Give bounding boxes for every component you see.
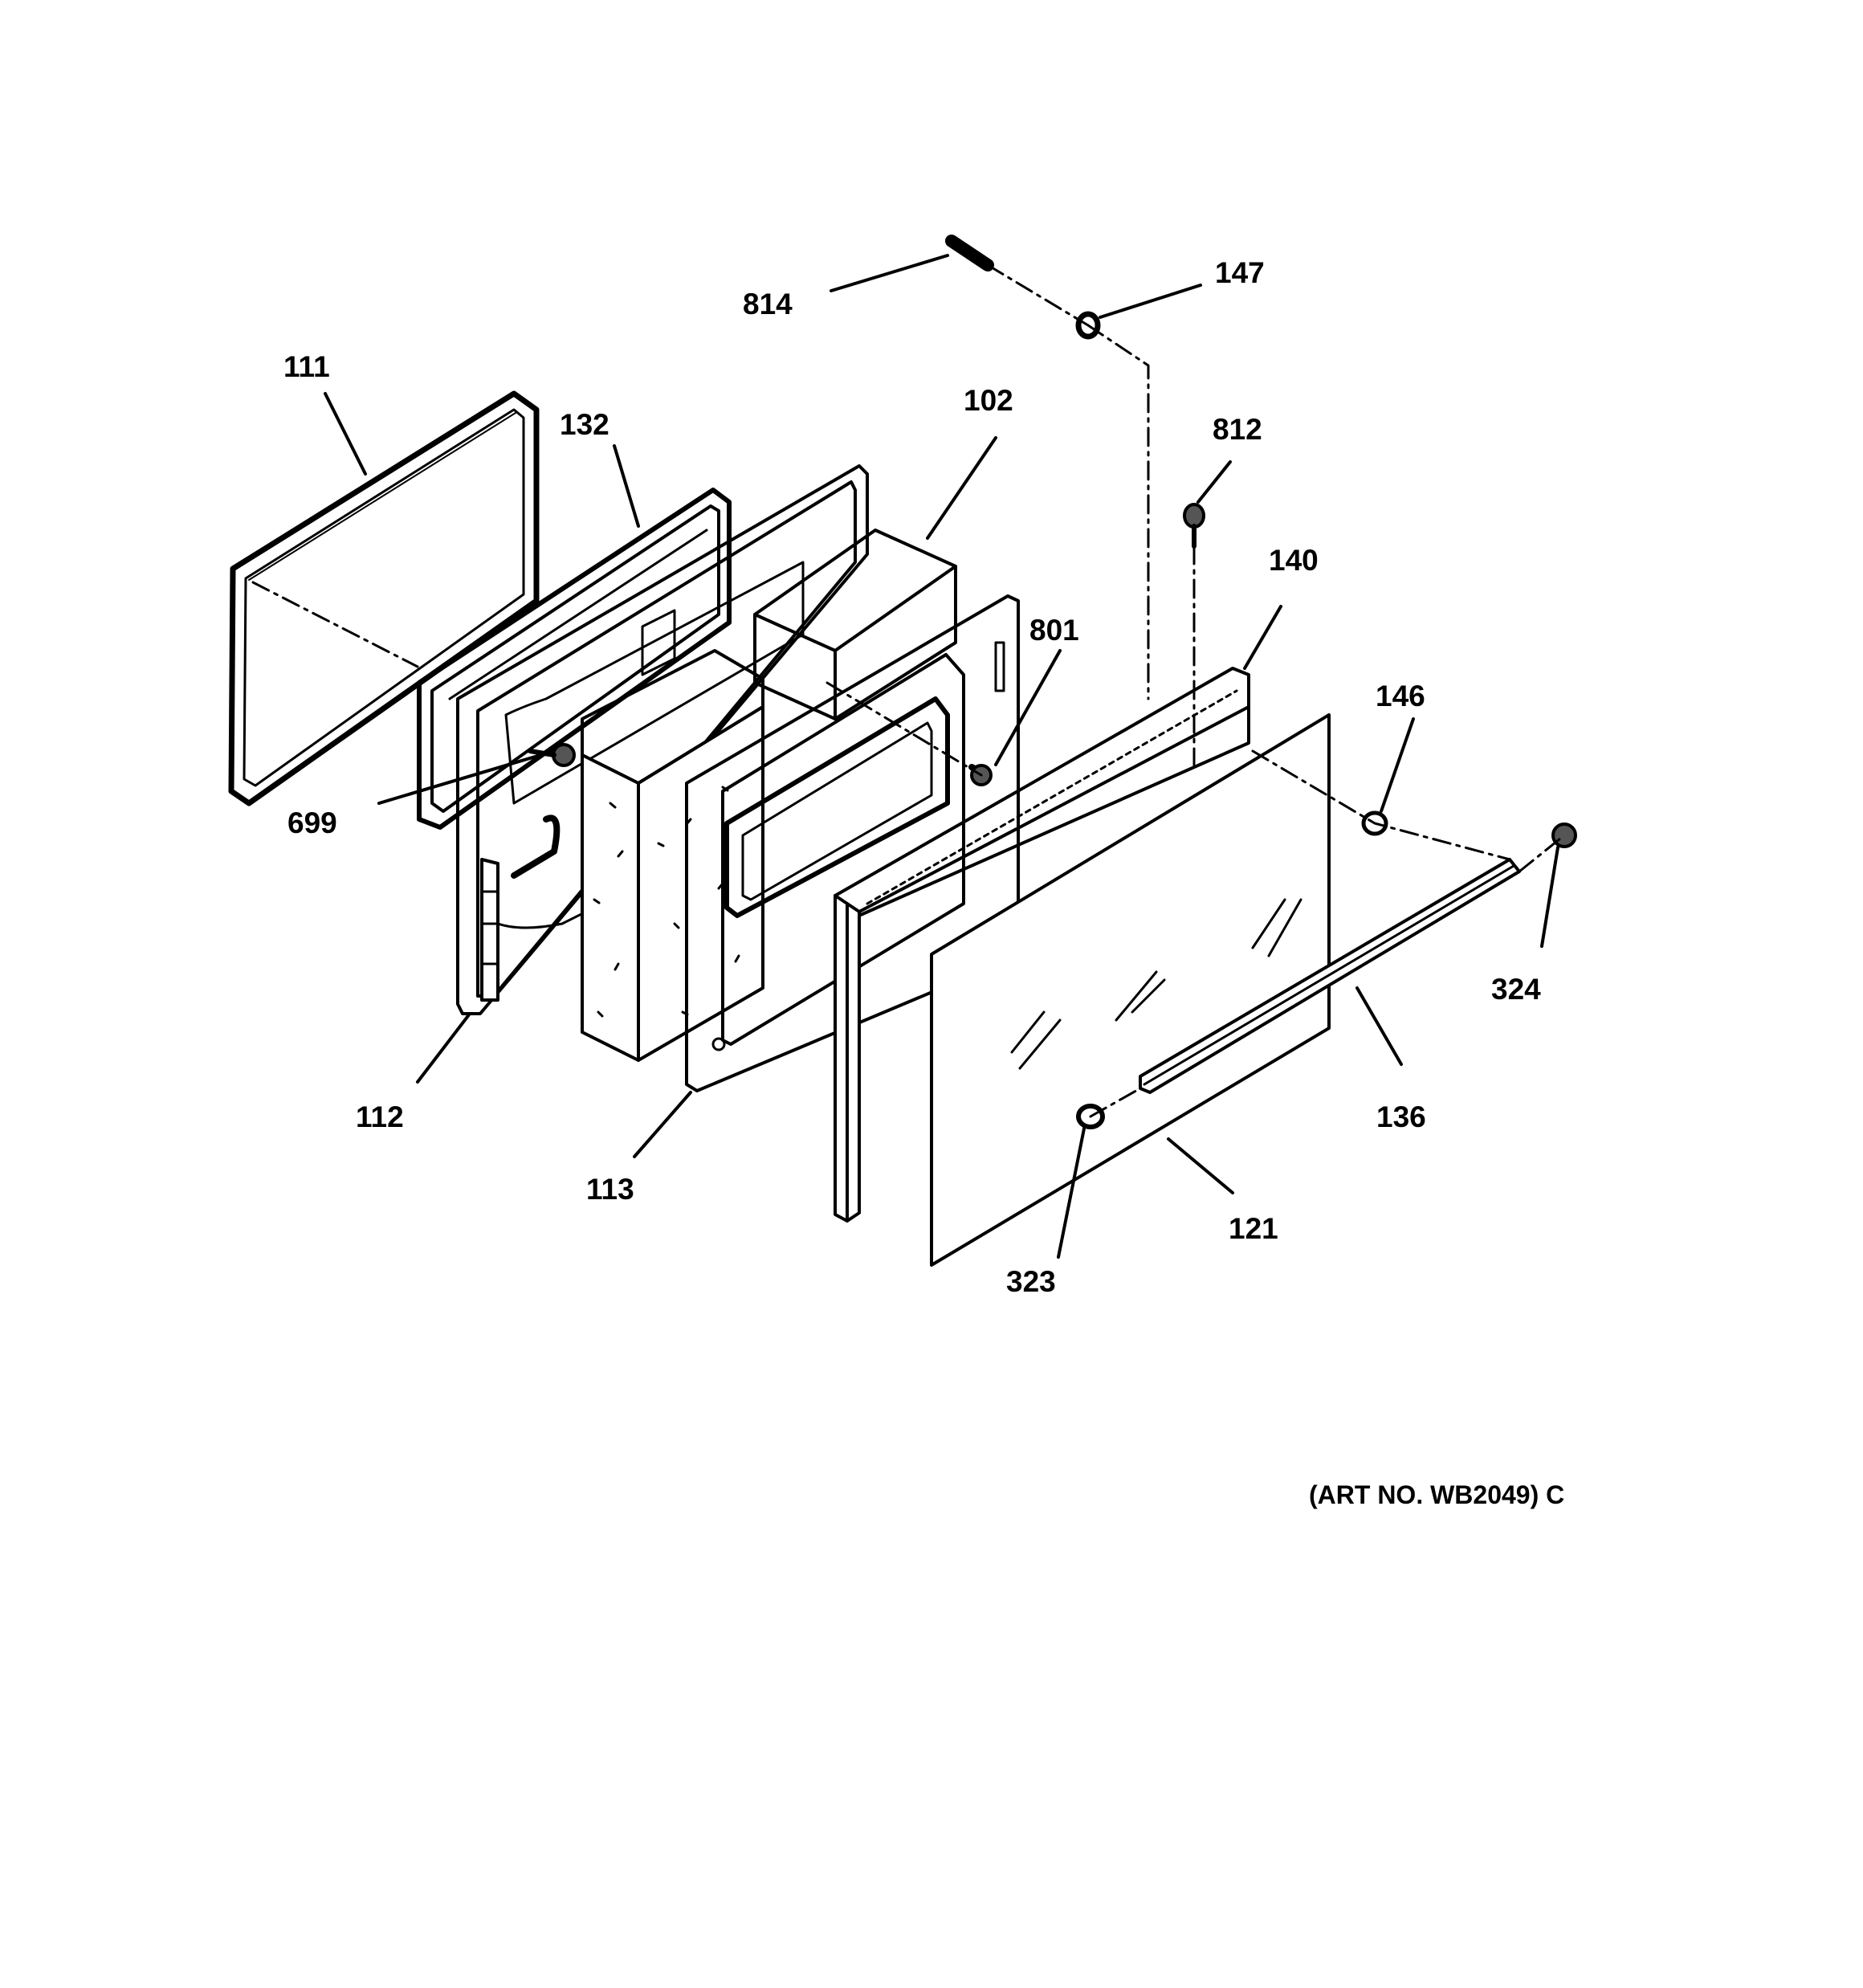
callout-147: 147 — [1215, 256, 1265, 289]
callout-801: 801 — [1029, 614, 1079, 647]
callout-324: 324 — [1491, 973, 1541, 1006]
callout-132: 132 — [560, 408, 609, 441]
outer-glass-121 — [930, 713, 1331, 1267]
callout-111: 111 — [283, 350, 330, 383]
callout-699: 699 — [287, 806, 337, 839]
hinge-pin-814 — [945, 235, 994, 271]
callout-323: 323 — [1006, 1265, 1056, 1298]
insulation-retainer-132 — [417, 488, 732, 830]
assembly-lines — [251, 263, 1566, 1118]
callout-136: 136 — [1376, 1100, 1426, 1133]
washer-147 — [1075, 311, 1101, 340]
callout-112: 112 — [356, 1100, 404, 1133]
end-cap-324 — [1551, 823, 1577, 848]
inner-door-liner-112 — [456, 464, 869, 1015]
callout-113: 113 — [586, 1173, 634, 1206]
leader-lines — [324, 254, 1559, 1259]
callout-121: 121 — [1229, 1212, 1278, 1245]
screw-812 — [1183, 503, 1205, 549]
callout-146: 146 — [1376, 680, 1425, 712]
door-gasket-111 — [228, 390, 540, 806]
insulation-box — [581, 649, 764, 1062]
callout-140: 140 — [1269, 544, 1319, 577]
callout-814: 814 — [743, 288, 793, 320]
handle-136 — [1139, 858, 1521, 1094]
callout-812: 812 — [1213, 413, 1262, 446]
callout-labels: 111 132 102 814 147 812 140 801 146 699 … — [283, 256, 1541, 1298]
door-frame-140 — [834, 667, 1250, 1223]
insulation-block-102 — [753, 529, 957, 720]
art-number: (ART NO. WB2049) C — [1309, 1480, 1564, 1509]
callout-102: 102 — [964, 384, 1013, 417]
screw-699 — [528, 743, 576, 767]
